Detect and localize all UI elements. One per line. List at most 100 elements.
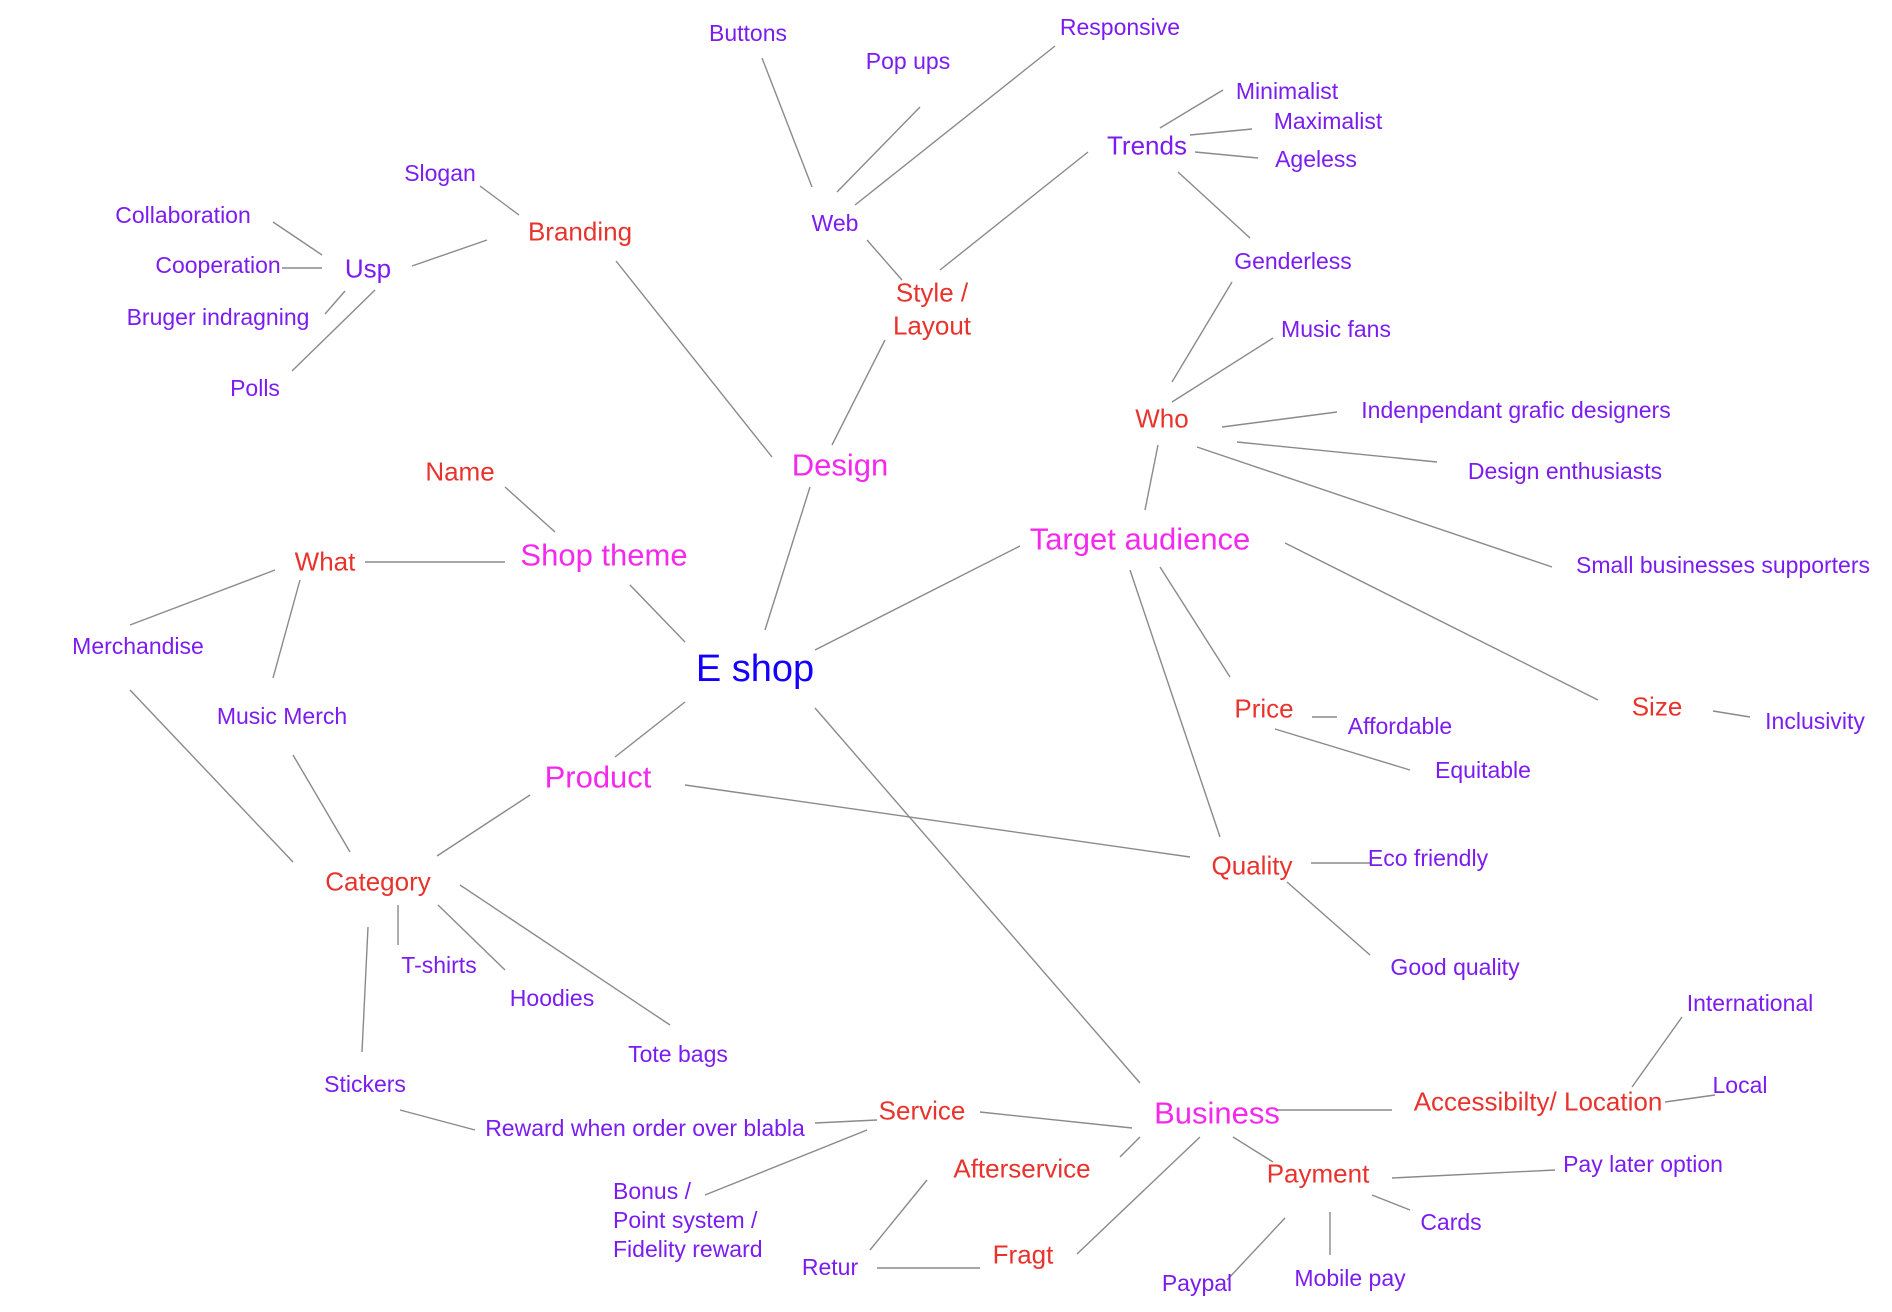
node-polls: Polls	[230, 375, 280, 402]
node-pop-ups: Pop ups	[865, 48, 951, 75]
edge-who-indep	[1221, 411, 1338, 428]
edge-trends-genderless	[1177, 171, 1251, 239]
node-payment: Payment	[1266, 1158, 1370, 1189]
edge-what-musicmerch	[272, 579, 301, 679]
node-hoodies: Hoodies	[509, 985, 595, 1012]
node-product: Product	[544, 759, 652, 795]
edge-who-enthusiasts	[1236, 441, 1438, 463]
edge-target-quality	[1129, 569, 1221, 838]
node-bruger-indragning: Bruger indragning	[126, 304, 310, 331]
edge-usp-bruger	[324, 290, 346, 315]
node-reward: Reward when order over blabla	[485, 1115, 805, 1142]
edge-usp-collab	[272, 221, 323, 256]
node-shop-theme: Shop theme	[520, 537, 688, 573]
edge-design-branding	[615, 260, 773, 458]
node-t-shirts: T-shirts	[401, 952, 477, 979]
edge-musicmerch-category	[292, 754, 351, 853]
edge-eshop-product	[614, 701, 686, 758]
edge-theme-name	[504, 486, 556, 533]
node-good-quality: Good quality	[1390, 954, 1520, 981]
node-affordable: Affordable	[1347, 713, 1453, 740]
edge-service-bonus	[704, 1129, 868, 1196]
edge-target-size	[1284, 542, 1599, 701]
edge-category-totebags	[459, 884, 671, 1026]
connector-lines	[129, 45, 1751, 1281]
node-responsive: Responsive	[1059, 14, 1181, 41]
node-service: Service	[878, 1095, 966, 1126]
node-design: Design	[791, 447, 889, 483]
node-quality: Quality	[1211, 850, 1293, 881]
node-web: Web	[811, 210, 859, 237]
edge-business-fragt	[1076, 1136, 1201, 1255]
edge-afterservice-retur	[869, 1179, 928, 1251]
edge-service-reward	[814, 1119, 878, 1124]
edge-merch-category	[129, 689, 294, 863]
edge-target-price	[1159, 566, 1231, 678]
node-fragt: Fragt	[992, 1239, 1054, 1270]
edge-stickers-reward	[399, 1109, 476, 1131]
edge-product-category	[436, 794, 531, 857]
node-cards: Cards	[1420, 1209, 1482, 1236]
edge-who-genderless	[1171, 281, 1233, 383]
node-design-enthusiasts: Design enthusiasts	[1467, 458, 1663, 485]
edge-payment-paylater	[1391, 1169, 1556, 1179]
edge-target-who	[1144, 444, 1159, 511]
edge-eshop-design	[764, 486, 811, 631]
node-merchandise: Merchandise	[72, 633, 204, 660]
node-pay-later-option: Pay later option	[1563, 1151, 1723, 1178]
edge-trends-ageless	[1194, 151, 1259, 159]
edge-web-buttons	[761, 57, 813, 188]
edge-style-web	[866, 239, 903, 281]
edge-price-equitable	[1274, 728, 1411, 771]
node-style-layout: Style / Layout	[892, 277, 972, 341]
node-eco-friendly: Eco friendly	[1367, 845, 1489, 872]
node-international: International	[1686, 990, 1814, 1017]
edge-eshop-business	[814, 707, 1141, 1084]
node-trends: Trends	[1107, 130, 1187, 161]
node-maximalist: Maximalist	[1273, 108, 1383, 135]
edge-branding-slogan	[479, 185, 520, 216]
edge-who-musicfans	[1171, 337, 1274, 403]
edge-web-popups	[836, 106, 921, 193]
edge-trends-maximalist	[1189, 128, 1253, 136]
edge-payment-paypal	[1226, 1217, 1286, 1281]
edge-web-responsive	[854, 45, 1056, 206]
node-collaboration: Collaboration	[115, 202, 251, 229]
node-inclusivity: Inclusivity	[1765, 708, 1865, 735]
edge-category-stickers	[361, 926, 369, 1053]
edge-eshop-shoptheme	[629, 584, 686, 643]
node-buttons: Buttons	[709, 20, 787, 47]
edge-quality-good	[1286, 881, 1371, 956]
node-ageless: Ageless	[1275, 146, 1357, 173]
node-target-audience: Target audience	[1029, 521, 1251, 557]
node-mobile-pay: Mobile pay	[1294, 1265, 1406, 1292]
node-branding: Branding	[527, 216, 633, 247]
edge-access-local	[1664, 1094, 1716, 1103]
node-music-merch: Music Merch	[216, 703, 348, 730]
edge-size-inclusivity	[1712, 710, 1751, 718]
node-stickers: Stickers	[324, 1071, 406, 1098]
node-category: Category	[325, 866, 431, 897]
edge-branding-usp	[411, 239, 488, 267]
node-e-shop: E shop	[695, 648, 815, 691]
node-equitable: Equitable	[1435, 757, 1531, 784]
node-what: What	[294, 546, 356, 577]
edge-what-merch	[129, 569, 276, 626]
node-size: Size	[1631, 691, 1683, 722]
node-music-fans: Music fans	[1281, 316, 1391, 343]
edge-who-small	[1196, 446, 1553, 568]
node-paypal: Paypal	[1161, 1270, 1233, 1297]
node-tote-bags: Tote bags	[628, 1041, 728, 1068]
edge-usp-polls	[291, 289, 376, 372]
edge-style-trends	[939, 151, 1089, 271]
edge-design-style	[831, 339, 886, 446]
node-name: Name	[425, 456, 495, 487]
edge-payment-cards	[1371, 1194, 1411, 1211]
edge-business-payment	[1232, 1136, 1274, 1163]
node-minimalist: Minimalist	[1235, 78, 1339, 105]
node-bonus: Bonus / Point system / Fidelity reward	[613, 1177, 763, 1262]
edge-business-afterservice	[1119, 1136, 1141, 1158]
node-slogan: Slogan	[404, 160, 476, 187]
node-genderless: Genderless	[1234, 248, 1352, 275]
